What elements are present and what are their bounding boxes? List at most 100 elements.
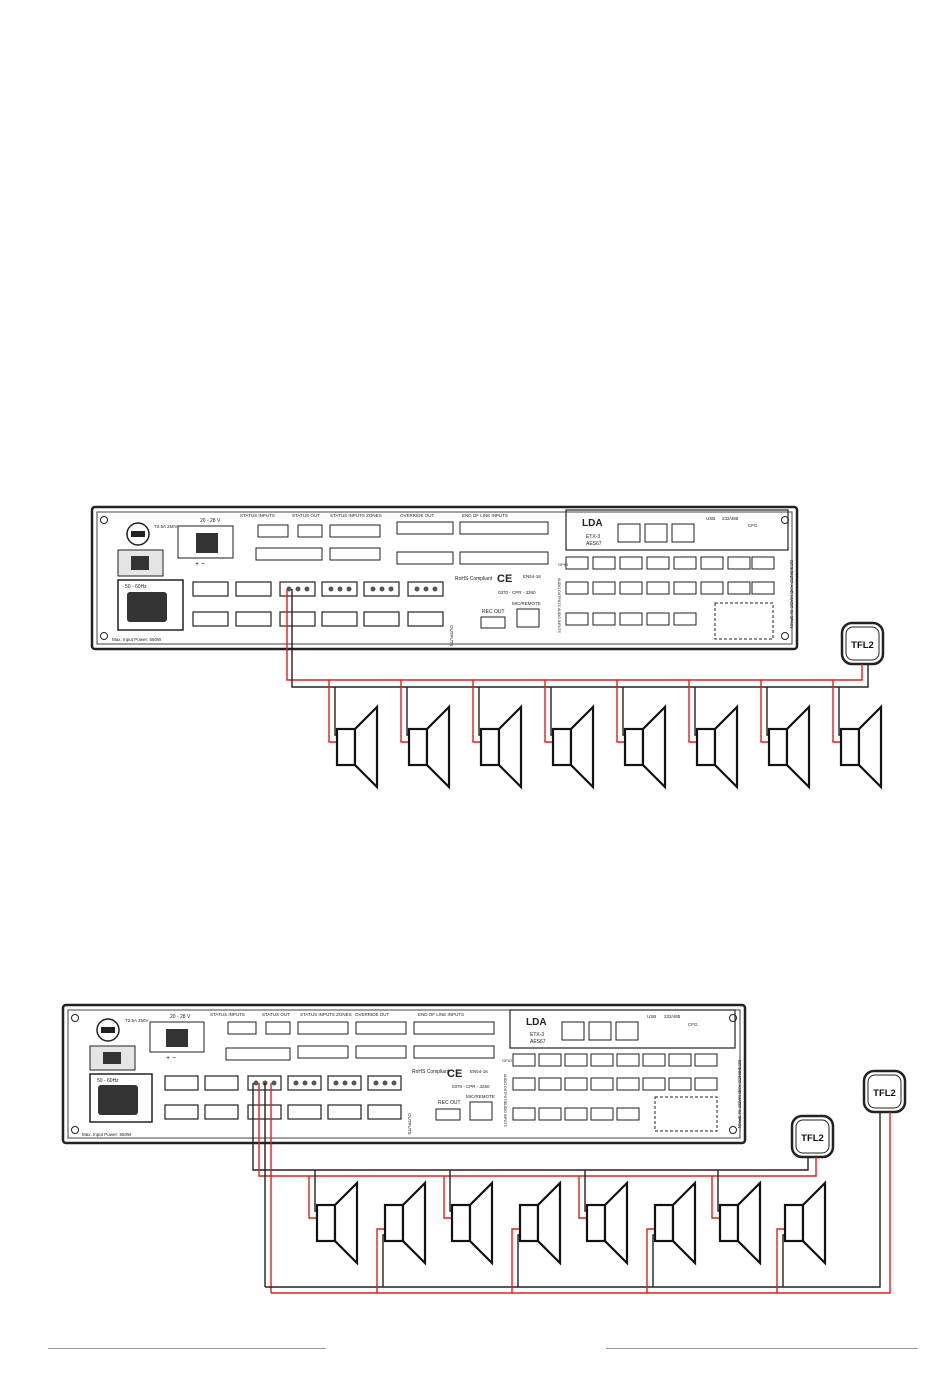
svg-text:+ −: + − — [166, 1055, 176, 1062]
drop-black-1-4 — [550, 687, 552, 736]
d2-speaker-7 — [718, 1180, 762, 1266]
d1-speaker-1 — [335, 704, 379, 790]
drop-black-1-6 — [694, 687, 696, 736]
drop-black-1-3 — [478, 687, 480, 736]
gpio-label-1: GPIO — [558, 562, 568, 567]
status-inputs-zones-label-1: STATUS INPUTS ZONES — [330, 513, 382, 518]
drop-red-2-6 — [646, 1228, 655, 1293]
audio-inputs-label-2: AUDIO INPUTS — [503, 1102, 507, 1128]
module-name-1: ETX-3 — [586, 534, 600, 540]
outputs-label-1: OUTPUTS — [449, 625, 454, 647]
module-sub-1: AES67 — [586, 541, 602, 547]
ce-label-1: CE — [497, 573, 512, 585]
fuse-label-1: T2.5A 250V — [154, 524, 178, 529]
rohs-label-1: RoHS Compliant — [455, 576, 493, 582]
wiring-2 — [252, 1083, 891, 1294]
drop-red-2-5 — [578, 1176, 587, 1219]
speaker-outputs-1 — [192, 581, 444, 627]
audio-inputs-label-1: AUDIO INPUTS — [557, 608, 561, 634]
d2-speaker-2 — [383, 1180, 427, 1266]
cpr-label-1: 0370 - CPR - 3260 — [498, 590, 536, 595]
rear-panel-1: T2.5A 250V 20 - 28 V + − 50 - 60Hz Max. … — [90, 505, 799, 651]
made-in-label-1: DESIGNED AND MADE IN SPAIN — [789, 560, 794, 628]
feed-black-2a — [252, 1083, 315, 1171]
bus-black-2a — [315, 1157, 809, 1171]
tfl-red-1 — [833, 664, 863, 681]
micremote-label-1: MIC/REMOTE — [512, 601, 541, 606]
mains-label-1: 50 - 60Hz — [125, 584, 147, 590]
drop-black-2-2 — [382, 1234, 385, 1287]
d1-speaker-6 — [695, 704, 739, 790]
module-name-2: ETX-3 — [530, 1032, 544, 1038]
cfg-label-1: CFG — [748, 523, 758, 528]
drop-black-1-5 — [622, 687, 624, 736]
drop-red-2-7 — [711, 1176, 720, 1219]
eol-inputs-label-1: END OF LINE INPUTS — [462, 513, 508, 518]
diagram-1: T2.5A 250V 20 - 28 V + − 50 - 60Hz Max. … — [90, 505, 885, 790]
tfl2-label-1: TFL2 — [851, 640, 874, 651]
d2-speaker-6 — [653, 1180, 697, 1266]
brand-label-2: LDA — [526, 1017, 547, 1028]
drop-black-2-8 — [782, 1234, 785, 1287]
eol-inputs-label-2: END OF LINE INPUTS — [418, 1012, 464, 1017]
cfg-label-2: CFG — [688, 1022, 698, 1027]
micremote-port-2 — [469, 1101, 493, 1121]
wiring-1 — [286, 589, 869, 743]
usb-label-2: USB — [647, 1014, 656, 1019]
d1-speaker-2 — [407, 704, 451, 790]
rohs-label-2: RoHS Compliant — [412, 1069, 450, 1075]
d2-speaker-3 — [450, 1180, 494, 1266]
ce-label-2: CE — [447, 1068, 462, 1080]
d2-speaker-1 — [315, 1180, 359, 1266]
drop-red-2-1 — [308, 1176, 317, 1219]
drop-red-1-8 — [832, 680, 840, 743]
d1-speaker-5 — [623, 704, 667, 790]
drop-red-1-2 — [400, 680, 408, 743]
drop-black-2-4 — [517, 1234, 520, 1287]
footer-rule-left — [48, 1348, 326, 1349]
bus-red-2a — [309, 1157, 817, 1177]
usb-label-1: USB — [706, 516, 715, 521]
cpr-label-2: 0370 - CPR - 3260 — [452, 1084, 490, 1089]
tfl2-box-2a: TFL2 — [790, 1114, 835, 1159]
max-power-label-2: Max. Input Power: 550W — [82, 1132, 132, 1137]
feed-black-1 — [291, 589, 335, 688]
brand-label-1: LDA — [582, 518, 603, 529]
status-inputs-label-2: STATUS INPUTS — [210, 1012, 245, 1017]
drop-red-1-5 — [616, 680, 624, 743]
d1-speaker-7 — [767, 704, 811, 790]
dc-input-label-2: 20 - 28 V — [170, 1014, 191, 1020]
bus-red-2b — [271, 1112, 891, 1294]
drop-red-1-6 — [688, 680, 696, 743]
status-inputs-label-1: STATUS INPUTS — [240, 513, 275, 518]
made-in-label-2: DESIGNED AND MADE IN SPAIN — [737, 1060, 742, 1128]
drop-black-1-8 — [838, 687, 840, 736]
tfl2-box-1: TFL2 — [840, 621, 885, 666]
status-out-label-1: STATUS OUT — [292, 513, 320, 518]
drop-red-2-4 — [511, 1228, 520, 1293]
tfl2-label-2a: TFL2 — [801, 1133, 824, 1144]
diagram-2: T2.5A 250V 20 - 28 V + − 50 - 60Hz Max. … — [61, 1003, 907, 1294]
tfl2-label-2b: TFL2 — [873, 1088, 896, 1099]
feed-red-2a — [258, 1083, 309, 1177]
override-out-label-1: OVERRIDE OUT — [400, 513, 435, 518]
bus-black-2b — [265, 1112, 881, 1288]
d2-speaker-4 — [518, 1180, 562, 1266]
d2-speaker-8 — [783, 1180, 827, 1266]
footer-rule-right — [606, 1348, 918, 1349]
en54-label-1: EN54-16 — [523, 574, 541, 579]
tfl2-box-2b: TFL2 — [862, 1069, 907, 1114]
max-power-label-1: Max. Input Power: 550W — [112, 637, 162, 642]
micremote-label-2: MIC/REMOTE — [466, 1094, 495, 1099]
drop-red-2-3 — [443, 1176, 452, 1219]
drop-red-2-2 — [376, 1228, 385, 1293]
override-out-label-2: OVERRIDE OUT — [355, 1012, 390, 1017]
fuse-label-2: T2.5A 250V — [125, 1018, 149, 1023]
drop-red-1-7 — [760, 680, 768, 743]
d1-speaker-3 — [479, 704, 523, 790]
audio-outputs-label-2: AUDIO OUTPUTS — [503, 1074, 507, 1103]
fuse-holder-2 — [96, 1018, 120, 1042]
speakers-2 — [315, 1180, 827, 1266]
drop-red-1-4 — [544, 680, 552, 743]
